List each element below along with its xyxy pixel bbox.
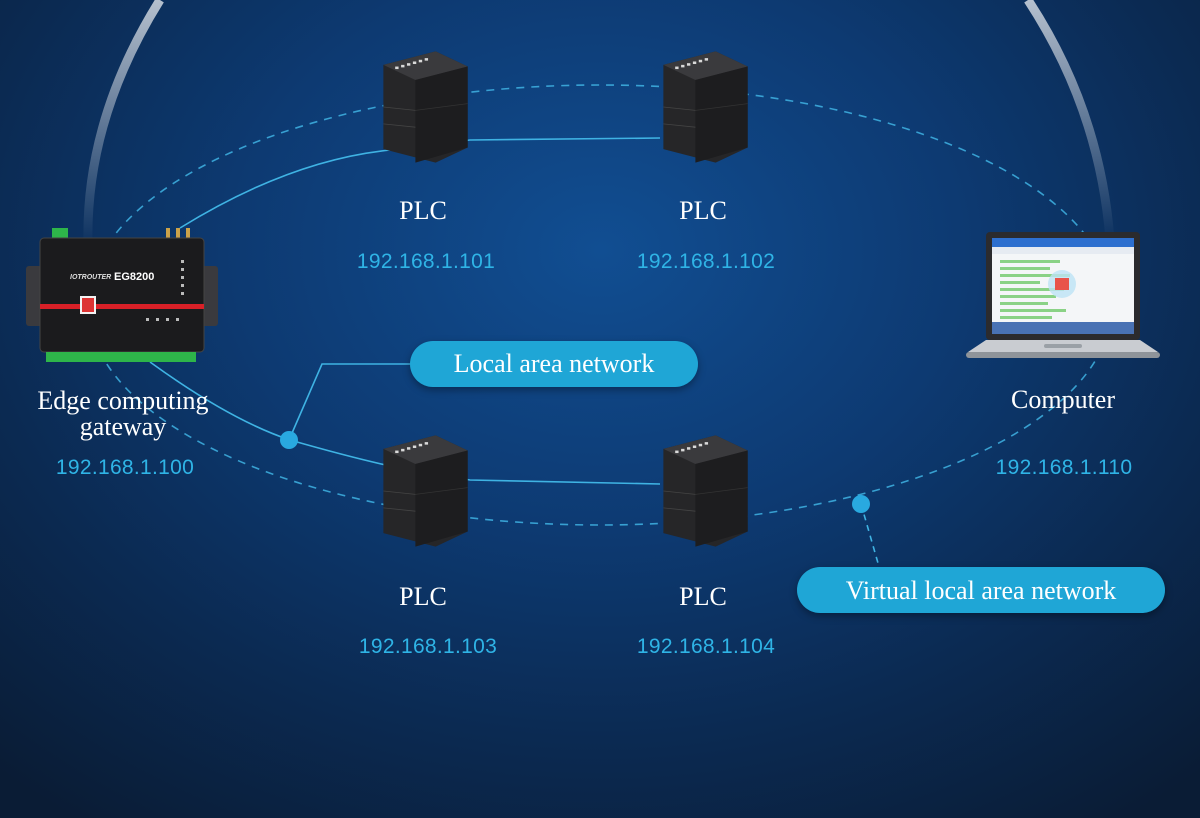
plc-4-label: PLC [679,582,727,611]
plc-node-4[interactable] [648,432,758,555]
computer-label: Computer [1011,385,1115,414]
lan-callout: Local area network [410,341,698,387]
plc-image [663,51,748,163]
plc-2-label: PLC [679,196,727,225]
computer-ip: 192.168.1.110 [995,456,1133,479]
gateway-model: EG8200 [114,271,155,283]
gateway-label: Edge computing gateway [0,388,246,440]
gateway-ip: 192.168.1.100 [55,456,195,479]
gateway-device[interactable]: IOTROUTER EG8200 [26,226,218,366]
lan-callout-leader [288,363,412,441]
plc-image [383,435,468,547]
vlan-callout: Virtual local area network [797,567,1165,613]
vlan-junction-dot [852,495,870,513]
lan-junction-dot [280,431,298,449]
plc-3-ip: 192.168.1.103 [358,635,498,658]
plc-2-ip: 192.168.1.102 [636,250,776,273]
lan-line-top [179,137,661,229]
decorative-arc-right [1024,0,1115,241]
gateway-label-line2: gateway [79,412,167,441]
plc-node-1[interactable] [368,48,478,171]
plc-image [663,435,748,547]
plc-1-label: PLC [399,196,447,225]
computer-device[interactable] [966,230,1160,366]
gateway-brand: IOTROUTER [70,274,112,281]
plc-3-label: PLC [399,582,447,611]
plc-4-ip: 192.168.1.104 [636,635,776,658]
plc-node-3[interactable] [368,432,478,555]
plc-node-2[interactable] [648,48,758,171]
laptop-icon [966,232,1160,358]
plc-1-ip: 192.168.1.101 [356,250,496,273]
plc-image [383,51,468,163]
gateway-label-line1: Edge computing [37,386,209,415]
gateway-image [26,228,218,362]
decorative-arc-left [83,0,164,246]
vlan-callout-leader [860,503,881,571]
